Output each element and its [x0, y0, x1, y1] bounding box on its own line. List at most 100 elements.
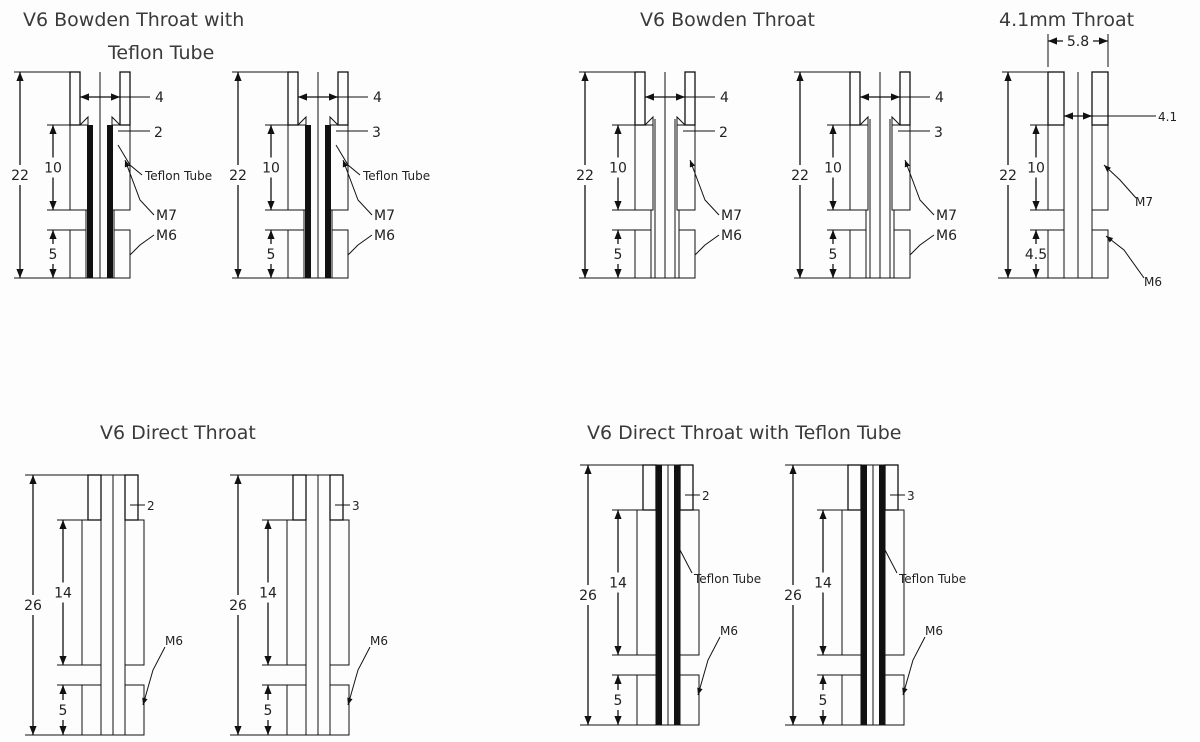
m6-thread: [329, 684, 350, 736]
body-wall-upper: [684, 71, 696, 126]
label-background: [228, 165, 248, 185]
shoulder: [891, 115, 910, 126]
leader-line: [129, 234, 155, 256]
m6-thread: [113, 229, 131, 279]
leader-line: [347, 234, 373, 256]
m7-thread: [634, 124, 654, 211]
m6-thread: [636, 674, 657, 726]
thread-length-label: 10: [44, 161, 62, 177]
body-wall-upper: [1047, 71, 1065, 126]
m6-thread: [1091, 229, 1109, 279]
bore-diameter-label: 4: [155, 90, 164, 106]
m6-label: M6: [165, 634, 183, 648]
label-background: [23, 595, 43, 615]
m6-label: M6: [721, 228, 742, 244]
throat-diameter-label: 3: [934, 125, 943, 141]
label-background: [261, 244, 281, 264]
teflon-tube: [107, 125, 113, 278]
m6-thread-upper: [636, 509, 657, 656]
overall-length-label: 22: [999, 168, 1017, 184]
lower-length-label: 5: [829, 247, 838, 263]
leader-line: [142, 646, 166, 706]
label-background: [43, 244, 63, 264]
overall-length-label: 22: [229, 168, 247, 184]
label-background: [823, 157, 843, 178]
label-background: [261, 157, 281, 178]
m6-thread: [678, 229, 696, 279]
throat-diameter-label: 3: [372, 125, 381, 141]
label-background: [823, 244, 843, 264]
direct-2mm: 26 14 5 2M6: [23, 474, 183, 736]
shoulder: [850, 115, 869, 126]
label-background: [998, 165, 1018, 185]
label-background: [43, 157, 63, 178]
overall-length-label: 26: [24, 598, 42, 614]
lower-length-label: 5: [819, 693, 828, 709]
m6-label: M6: [370, 634, 388, 648]
throat-diameter-label: 3: [352, 499, 360, 513]
title-bowden-teflon-line2: Teflon Tube: [107, 42, 214, 64]
m7-thread: [849, 124, 869, 211]
leader-line: [697, 636, 721, 696]
teflon-tube: [325, 125, 331, 278]
body-wall-upper: [849, 71, 861, 126]
body-wall-upper: [69, 71, 81, 126]
title-bowden: V6 Bowden Throat: [640, 9, 815, 31]
thread-length-label: 14: [609, 576, 627, 592]
m6-thread-upper: [841, 509, 862, 656]
leader-line: [904, 159, 935, 216]
throat-diameter-label: 2: [147, 499, 155, 513]
teflon-tube-label: Teflon Tube: [362, 169, 430, 183]
body-wall-upper: [899, 71, 911, 126]
bore-diameter-label: 4: [720, 90, 729, 106]
leader-line: [902, 636, 926, 696]
body-wall-upper: [329, 474, 344, 521]
leader-line: [124, 159, 155, 216]
lower-length-label: 4.5: [1025, 247, 1047, 263]
title-4-1mm-throat: 4.1mm Throat: [999, 9, 1134, 31]
teflon-tube: [305, 125, 311, 278]
thread-length-label: 10: [824, 161, 842, 177]
teflon-tube: [674, 465, 680, 725]
body-wall-upper: [337, 71, 349, 126]
thread-length-label: 14: [259, 586, 277, 602]
title-direct-teflon: V6 Direct Throat with Teflon Tube: [587, 422, 901, 444]
m6-thread: [893, 229, 911, 279]
throat-diameter-label: 2: [719, 125, 728, 141]
m6-thread: [287, 229, 305, 279]
m6-thread: [884, 674, 905, 726]
label-background: [53, 582, 73, 603]
m6-thread-upper: [124, 519, 145, 666]
shoulder: [329, 115, 348, 126]
overall-length-label: 22: [576, 168, 594, 184]
label-background: [258, 582, 278, 603]
m6-thread-upper: [81, 519, 102, 666]
title-direct: V6 Direct Throat: [100, 422, 256, 444]
lower-length-label: 5: [267, 247, 276, 263]
thread-length-label: 10: [609, 161, 627, 177]
lower-length-label: 5: [59, 703, 68, 719]
m6-thread: [81, 684, 102, 736]
thread-length-label: 14: [54, 586, 72, 602]
throat-diameter-label: 2: [702, 489, 710, 503]
leader-line: [1103, 164, 1137, 199]
m6-thread: [841, 674, 862, 726]
m6-label: M6: [1144, 275, 1162, 289]
leader-line: [689, 159, 720, 216]
throat-diameter-label: 2: [154, 125, 163, 141]
label-background: [813, 690, 833, 710]
label-background: [608, 572, 628, 593]
m7-label: M7: [936, 208, 957, 224]
label-background: [1063, 31, 1093, 49]
thread-length-label: 10: [1027, 161, 1045, 177]
m6-thread: [331, 229, 349, 279]
body-wall-upper: [124, 474, 139, 521]
label-background: [783, 585, 803, 605]
overall-length-label: 22: [791, 168, 809, 184]
throat-diameter-label: 4.1: [1158, 110, 1177, 124]
